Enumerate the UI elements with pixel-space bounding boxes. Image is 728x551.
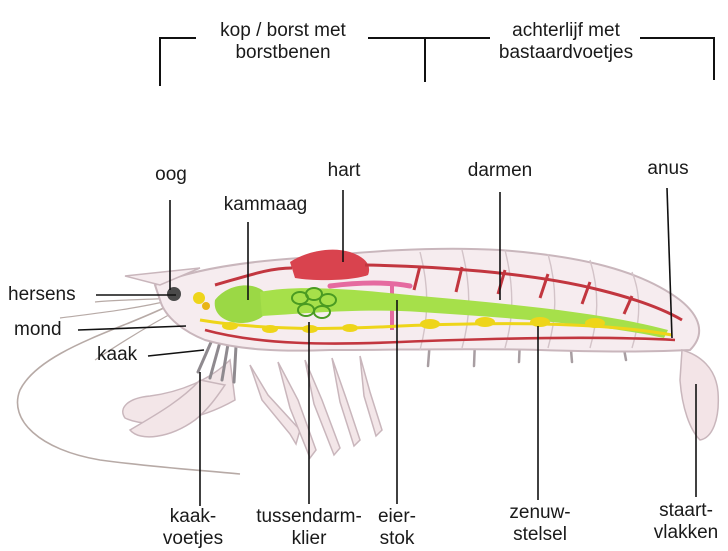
legs xyxy=(123,356,382,458)
label-staartvlakken-line1: staart- xyxy=(648,500,724,522)
label-mond: mond xyxy=(14,319,62,341)
label-zenuwstelsel-line2: stelsel xyxy=(500,524,580,546)
label-kammaag: kammaag xyxy=(213,194,318,216)
brain-organ xyxy=(193,292,205,304)
tail-section-line1: achterlijf met xyxy=(492,20,640,42)
head-section-label: kop / borst met borstbenen xyxy=(200,20,366,64)
mouth-organ xyxy=(202,302,210,310)
label-darmen: darmen xyxy=(460,160,540,182)
label-zenuwstelsel-line1: zenuw- xyxy=(500,502,580,524)
label-zenuwstelsel: zenuw- stelsel xyxy=(500,502,580,546)
telson-tail-fan xyxy=(680,350,718,440)
tail-section-line2: bastaardvoetjes xyxy=(492,42,640,64)
label-tussendarmklier-line2: klier xyxy=(250,528,368,550)
label-hart: hart xyxy=(322,160,366,182)
label-kaakvoetjes-line1: kaak- xyxy=(148,506,238,528)
eye xyxy=(167,287,181,301)
label-tussendarmklier-line1: tussendarm- xyxy=(250,506,368,528)
label-eierstok-line2: stok xyxy=(372,528,422,550)
label-eierstok: eier- stok xyxy=(372,506,422,550)
label-staartvlakken: staart- vlakken xyxy=(648,500,724,544)
head-section-line2: borstbenen xyxy=(200,42,366,64)
label-hersens: hersens xyxy=(8,284,76,306)
label-staartvlakken-line2: vlakken xyxy=(648,522,724,544)
head-section-line1: kop / borst met xyxy=(200,20,366,42)
label-kaakvoetjes-line2: voetjes xyxy=(148,528,238,550)
label-anus: anus xyxy=(640,158,696,180)
label-kaak: kaak xyxy=(97,344,137,366)
label-eierstok-line1: eier- xyxy=(372,506,422,528)
label-tussendarmklier: tussendarm- klier xyxy=(250,506,368,550)
label-oog: oog xyxy=(150,164,192,186)
label-kaakvoetjes: kaak- voetjes xyxy=(148,506,238,550)
tail-section-label: achterlijf met bastaardvoetjes xyxy=(492,20,640,64)
